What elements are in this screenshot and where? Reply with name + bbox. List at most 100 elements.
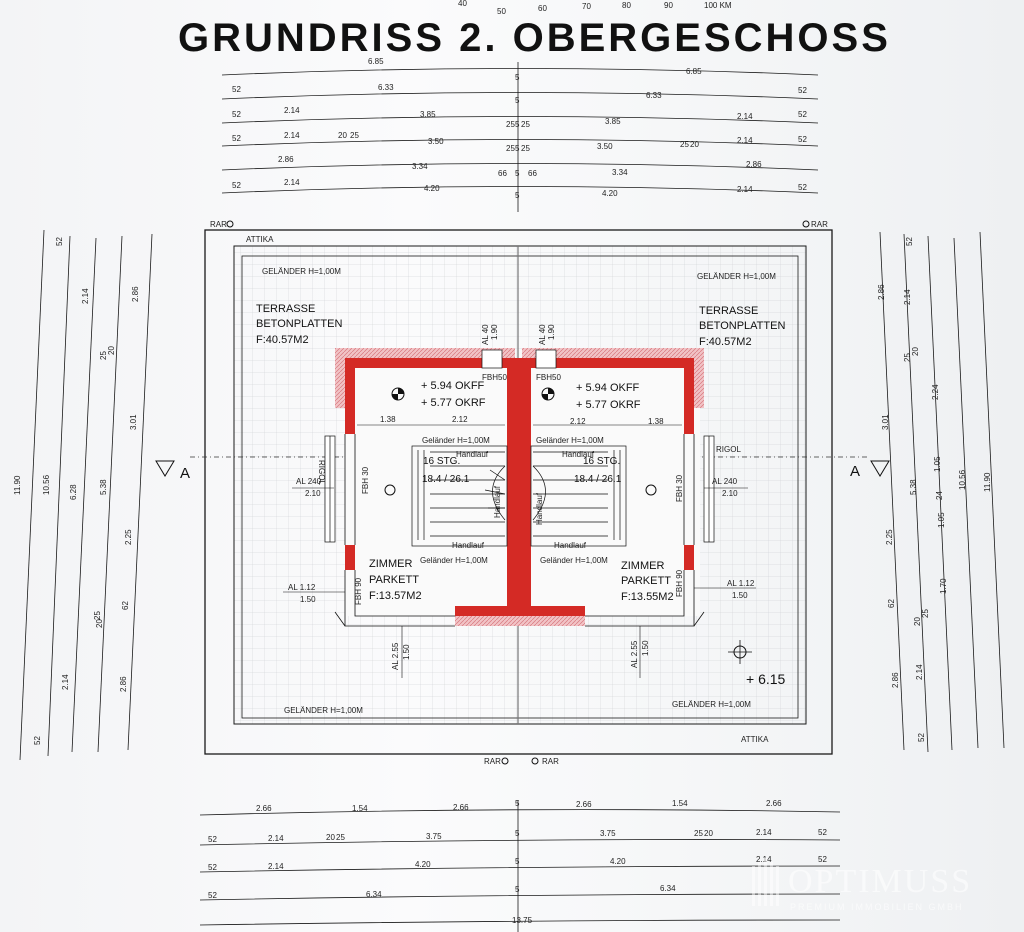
dim-text: 52 [917, 733, 926, 742]
dim-text: 25 [694, 829, 703, 838]
dim-text: 20 [913, 617, 922, 626]
dim-text: 6.34 [366, 890, 382, 899]
dim-text: 3.34 [412, 162, 428, 171]
dim-text: 66 [498, 169, 507, 178]
dim-text: 2.66 [576, 800, 592, 809]
window-sill-label: AL 240 [296, 477, 322, 486]
drain-icon [645, 484, 657, 496]
dim-text: 10.56 [42, 474, 51, 495]
level-marker-left [391, 387, 405, 401]
dim-text: 13.75 [512, 916, 533, 925]
room-name: TERRASSE [256, 303, 315, 315]
dim-text: 25 [336, 833, 345, 842]
handrail-label: Handlauf [456, 450, 489, 459]
dim-text: 52 [798, 135, 807, 144]
window-sill-label: AL 1.12 [727, 579, 755, 588]
dim-text: 1.05 [933, 456, 942, 472]
rar-label: RAR [811, 220, 828, 229]
windows [324, 349, 715, 543]
sill-label: FBH50 [536, 373, 561, 382]
dim-text: 2.66 [453, 803, 469, 812]
stair-railing-label: Geländer H=1,00M [420, 556, 488, 565]
dim-text: 2.14 [737, 136, 753, 145]
dim-text: 5 [515, 799, 520, 808]
section-marker-icon [155, 460, 175, 477]
watermark-logo-icon [752, 858, 779, 906]
dim-text: 4.20 [424, 184, 440, 193]
rigol-label: RIGOL [716, 445, 741, 454]
dim-text: 25 [506, 120, 515, 129]
level-marker-right [541, 387, 555, 401]
dim-text: 2.86 [131, 286, 140, 302]
railing-label: GELÄNDER H=1,00M [262, 267, 341, 276]
dim-text: 6.85 [368, 57, 384, 66]
dim-text: 52 [232, 110, 241, 119]
dim-text: 1.54 [672, 799, 688, 808]
scale-tick-label: 80 [622, 1, 631, 10]
level-okff: + 5.94 OKFF [421, 380, 485, 392]
dim-text: 2.86 [746, 160, 762, 169]
railing-label: GELÄNDER H=1,00M [697, 272, 776, 281]
section-label: A [850, 463, 860, 480]
dim-text: 52 [232, 181, 241, 190]
dim-text: 25 [680, 140, 689, 149]
room-name: ZIMMER [369, 558, 412, 570]
level-label: + 6.15 [746, 671, 786, 687]
dim-text: 3.75 [600, 829, 616, 838]
dim-text: 52 [55, 237, 64, 246]
plan-title: GRUNDRISS 2. OBERGESCHOSS [178, 16, 891, 60]
dim-text: 2.14 [903, 289, 912, 305]
floor-material: PARKETT [621, 575, 671, 587]
attika-label: ATTIKA [741, 735, 769, 744]
dim-text: 2.86 [119, 676, 128, 692]
level-okrf: + 5.77 OKRF [421, 397, 486, 409]
dim-text: 20 [690, 140, 699, 149]
attika-label: ATTIKA [246, 235, 274, 244]
level-okff: + 5.94 OKFF [576, 382, 640, 394]
handrail-label: Handlauf [562, 450, 595, 459]
room-right: ZIMMER PARKETT F:13.55M2 [621, 560, 674, 603]
staircase-left [411, 445, 508, 547]
scale-tick-label: 40 [458, 0, 467, 8]
dim-text: 20 [326, 833, 335, 842]
dim-text: 2.14 [81, 288, 90, 304]
left-dimension-texts: 11.90 10.56 6.28 5.38 2.86 52 2.14 25 20… [13, 237, 140, 745]
dim-text: 25 [921, 609, 930, 618]
floor-material: BETONPLATTEN [699, 320, 785, 332]
building-walls [334, 348, 705, 627]
sill-label: FBH 90 [675, 569, 684, 597]
dim-text: 2.14 [756, 828, 772, 837]
scale-tick-label: 100 KM [704, 1, 732, 10]
dim-text: 1.05 [937, 512, 946, 528]
sill-label: FBH 30 [361, 466, 370, 494]
dim-text: 1.54 [352, 804, 368, 813]
dim-text: 5 [515, 120, 520, 129]
dim-text: 2.66 [256, 804, 272, 813]
rigol-label: RIGOL [317, 460, 326, 485]
dim-text: 2.86 [278, 155, 294, 164]
right-dimension-texts: 2.86 52 2.14 25 20 3.01 2.24 1.05 24 1.0… [877, 237, 992, 742]
terrace-left: TERRASSE BETONPLATTEN F:40.57M2 [256, 303, 342, 346]
dim-text: 3.75 [426, 832, 442, 841]
handrail-label: Handlauf [535, 492, 544, 525]
dim-text: 3.34 [612, 168, 628, 177]
stair-railing-label: Geländer H=1,00M [540, 556, 608, 565]
dim-text: 3.85 [420, 110, 436, 119]
window-sill-label: AL 240 [712, 477, 738, 486]
dim-text: 25 [350, 131, 359, 140]
dim-text: 5.38 [909, 479, 918, 495]
dim-text: 25 [521, 144, 530, 153]
dim-text: 4.20 [602, 189, 618, 198]
dim-text: 20 [107, 346, 116, 355]
stair-steps: 16 STG. [423, 456, 460, 467]
dim-text: 2.14 [284, 178, 300, 187]
dim-text: 52 [232, 85, 241, 94]
room-area: F:13.55M2 [621, 591, 674, 603]
dim-text: 20 [704, 829, 713, 838]
dim-text: 2.24 [931, 384, 940, 400]
dim-text: 52 [798, 110, 807, 119]
dim-text: 2.14 [915, 664, 924, 680]
sill-label: FBH 30 [675, 474, 684, 502]
dim-text: 2.66 [766, 799, 782, 808]
